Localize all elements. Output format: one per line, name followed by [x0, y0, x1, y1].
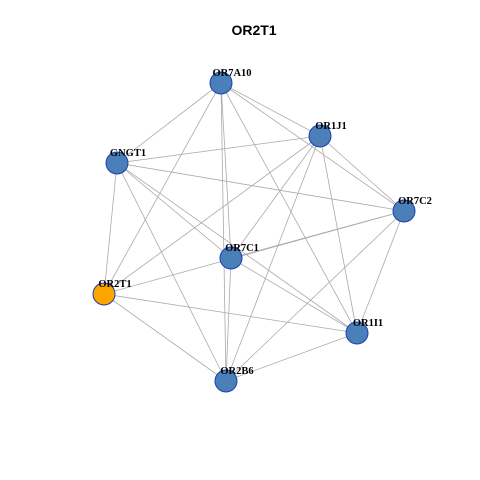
edge-or2t1-or2b6: [103, 293, 227, 382]
edge-or7a10-or2t1: [103, 82, 222, 295]
edge-or7c1-or2b6: [225, 257, 232, 382]
edge-or7c2-or1i1: [356, 210, 405, 334]
edge-or2t1-or1i1: [103, 293, 358, 334]
node-or1j1[interactable]: OR1J1: [308, 121, 347, 148]
edge-or1i1-or2b6: [225, 332, 358, 382]
graph-title: OR2T1: [231, 22, 276, 38]
node-or7c1[interactable]: OR7C1: [219, 243, 259, 270]
edge-or1j1-or7c2: [319, 135, 405, 212]
node-or2b6[interactable]: OR2B6: [214, 366, 254, 393]
node-or7a10[interactable]: OR7A10: [209, 68, 252, 95]
node-label: OR1I1: [353, 318, 383, 329]
edge-gngt1-or7c1: [116, 162, 232, 259]
node-gngt1[interactable]: GNGT1: [105, 148, 146, 175]
node-layer: OR7A10OR1J1GNGT1OR7C2OR7C1OR2T1OR1I1OR2B…: [92, 68, 432, 393]
edge-gngt1-or7c2: [116, 162, 405, 212]
node-label: OR7C2: [398, 196, 432, 207]
edge-or7a10-or1i1: [220, 82, 358, 334]
node-label: OR2T1: [98, 279, 131, 290]
node-circle[interactable]: [214, 369, 238, 393]
node-circle[interactable]: [345, 321, 369, 345]
edge-or7a10-or1j1: [220, 82, 321, 137]
edge-gngt1-or1i1: [116, 162, 358, 334]
edge-layer: [103, 82, 405, 382]
edge-or7a10-or7c1: [220, 82, 232, 259]
edge-or7c1-or1i1: [230, 257, 358, 334]
node-or2t1[interactable]: OR2T1: [92, 279, 132, 306]
node-circle[interactable]: [392, 199, 416, 223]
edge-or7a10-or7c2: [220, 82, 405, 212]
edge-or1j1-or1i1: [319, 135, 358, 334]
edge-gngt1-or2t1: [103, 162, 118, 295]
node-label: GNGT1: [110, 148, 146, 159]
edge-gngt1-or2b6: [116, 162, 227, 382]
node-circle[interactable]: [219, 246, 243, 270]
edge-or7c2-or2b6: [225, 210, 405, 382]
node-or7c2[interactable]: OR7C2: [392, 196, 432, 223]
node-circle[interactable]: [308, 124, 332, 148]
node-or1i1[interactable]: OR1I1: [345, 318, 383, 345]
edge-or1j1-or2b6: [225, 135, 321, 382]
edge-or7c2-or2t1: [103, 210, 405, 295]
node-label: OR2B6: [220, 366, 253, 377]
edge-or7a10-or2b6: [220, 82, 227, 382]
node-label: OR7C1: [225, 243, 259, 254]
node-circle[interactable]: [209, 71, 233, 95]
node-circle[interactable]: [92, 282, 116, 306]
node-label: OR1J1: [315, 121, 347, 132]
edge-or1j1-or2t1: [103, 135, 321, 295]
edge-or1j1-gngt1: [116, 135, 321, 164]
edge-or1j1-or7c1: [230, 135, 321, 259]
node-circle[interactable]: [105, 151, 129, 175]
edge-or7a10-gngt1: [116, 82, 222, 164]
node-label: OR7A10: [212, 68, 251, 79]
